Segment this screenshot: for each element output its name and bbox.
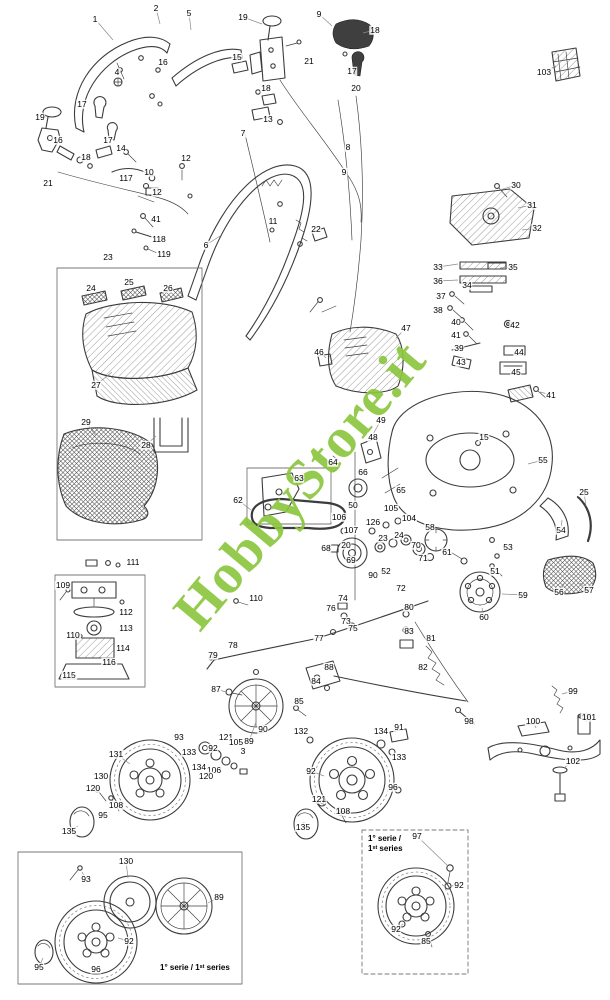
control-rods	[206, 600, 475, 725]
deck-housing	[360, 390, 597, 613]
bottom-right-box-group	[361, 829, 469, 975]
center-wheel-assembly	[293, 728, 409, 840]
series-label-right-line2: 1ˢᵗ series	[368, 844, 403, 853]
series-label-right-line1: 1° serie /	[368, 834, 401, 843]
blade-assembly	[487, 685, 601, 802]
hood-box-group	[56, 267, 203, 541]
upper-handle-tubes	[74, 36, 249, 141]
grip-pad-103	[551, 47, 581, 82]
right-bracket-cluster	[447, 183, 548, 403]
throttle-control-assembly	[249, 15, 302, 125]
handle-hardware	[123, 149, 193, 199]
spoked-disc	[228, 668, 284, 734]
carburetor-box-group	[54, 574, 146, 688]
small-hardware-mid	[85, 559, 249, 606]
bottom-left-box-group	[17, 851, 243, 985]
control-cables	[243, 51, 365, 333]
left-lever-assembly	[37, 106, 189, 254]
belt-and-pulleys	[246, 451, 468, 601]
left-wheel-assembly	[69, 739, 248, 838]
series-label-left: 1° serie / 1ˢᵗ series	[160, 963, 230, 972]
lower-handle	[187, 164, 337, 341]
